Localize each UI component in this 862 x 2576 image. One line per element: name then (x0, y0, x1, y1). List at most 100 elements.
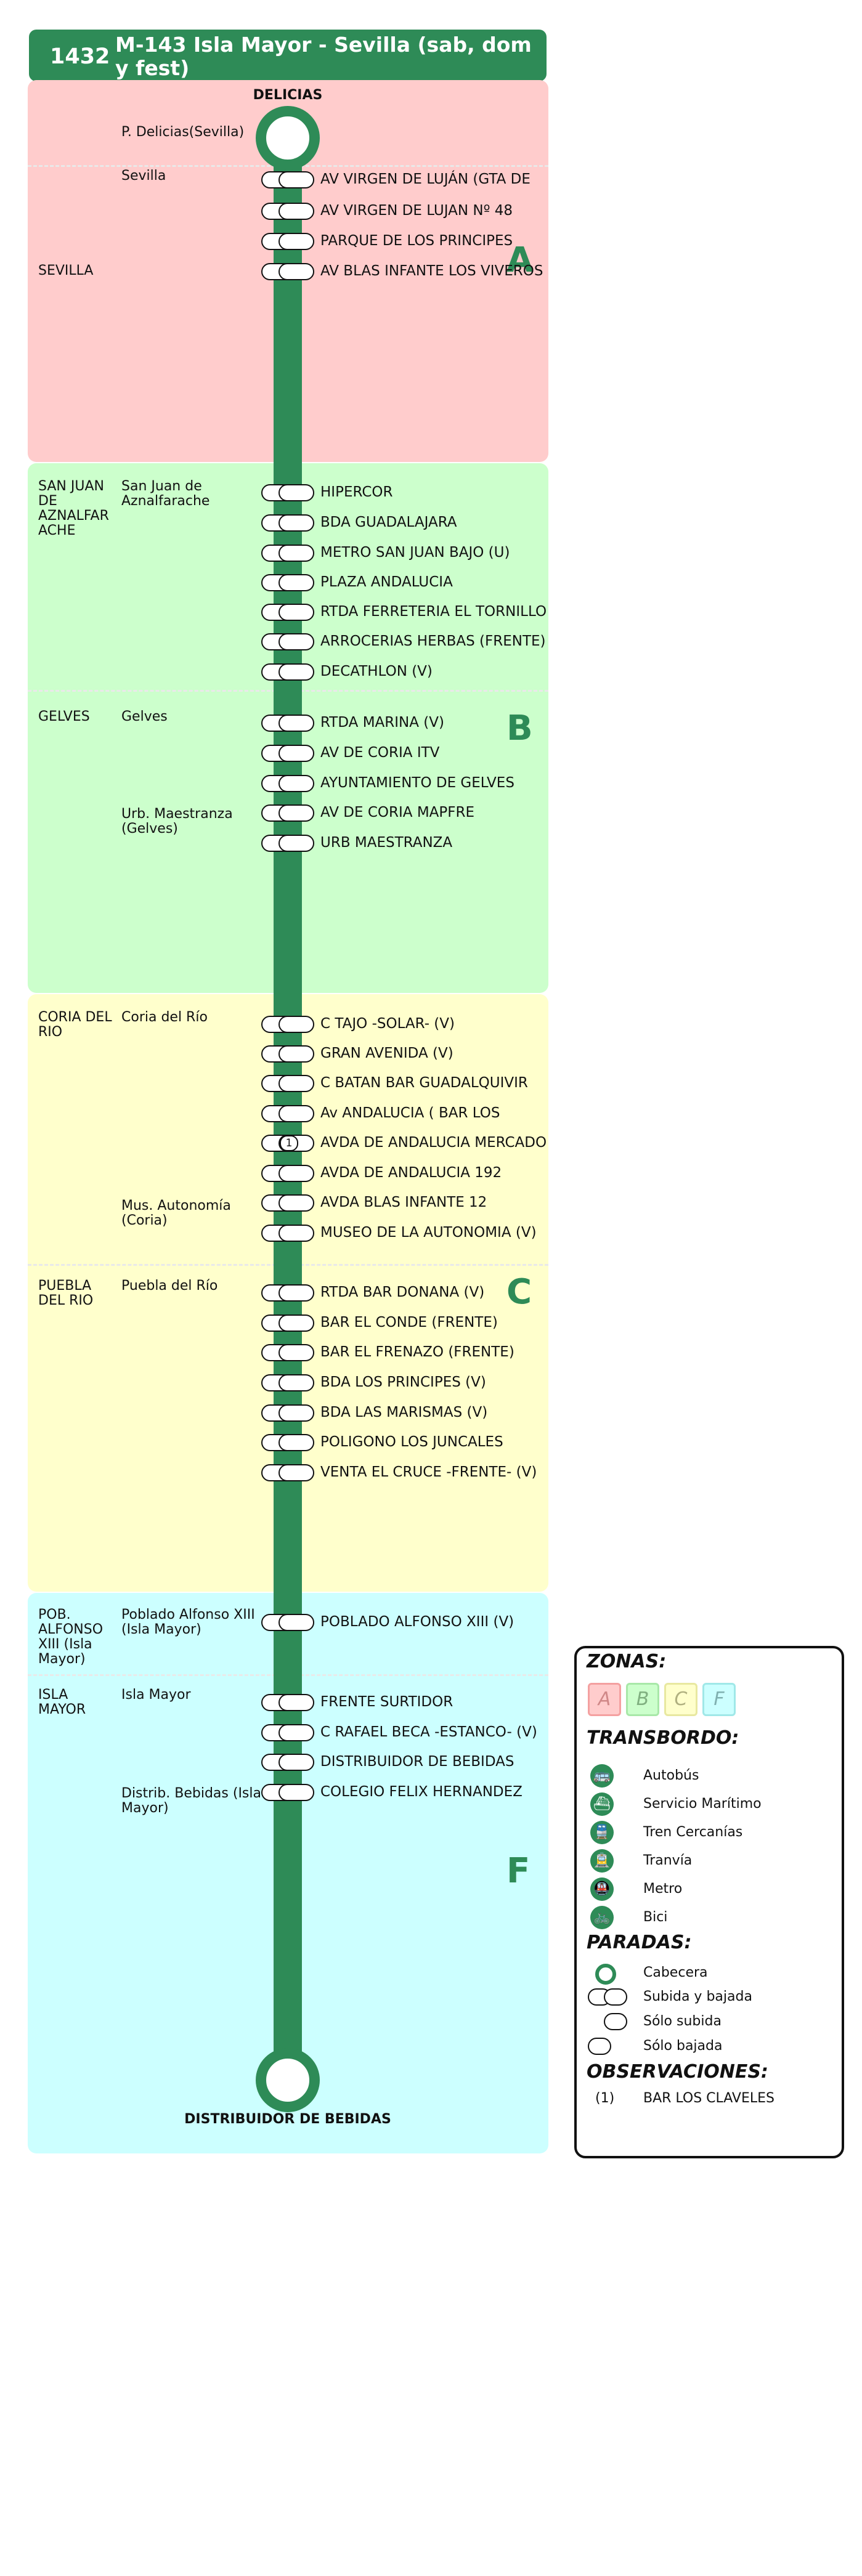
stop-name: PARQUE DE LOS PRINCIPES (320, 233, 513, 249)
stop-icon (261, 1105, 314, 1122)
legend-transbordo-item: Servicio Marítimo (643, 1796, 762, 1812)
stop-icon (261, 1694, 314, 1711)
legend-observaciones-title: OBSERVACIONES: (587, 2061, 768, 2083)
end-terminal-label: DISTRIBUIDOR DE BEBIDAS (184, 2112, 391, 2127)
stop-name: BDA LOS PRINCIPES (V) (320, 1374, 486, 1390)
legend-zone-f: F (702, 1683, 736, 1716)
stop-icon (261, 1284, 314, 1302)
legend-transbordo-item: Autobús (643, 1768, 699, 1783)
stop-icon (261, 1314, 314, 1332)
municipality-label: POB. ALFONSO XIII (Isla Mayor) (38, 1607, 104, 1667)
bike-icon: 🚲 (590, 1906, 614, 1929)
zone-letter-b: B (506, 708, 533, 748)
line-number: 1432 (50, 44, 110, 69)
stop-icon (261, 633, 314, 650)
legend-transbordo-item: Bici (643, 1910, 668, 1925)
stop-name: AVDA BLAS INFANTE 12 (320, 1194, 487, 1210)
stop-name: COLEGIO FELIX HERNANDEZ (320, 1784, 522, 1800)
start-terminal-label: DELICIAS (253, 87, 323, 103)
stop-name: AYUNTAMIENTO DE GELVES (320, 775, 514, 791)
stop-icon (261, 171, 314, 188)
locality-label: San Juan de Aznalfarache (121, 479, 210, 509)
locality-label: Distrib. Bebidas (Isla Mayor) (121, 1786, 261, 1816)
stop-icon (261, 1165, 314, 1182)
start-terminal-icon (256, 106, 320, 170)
stop-name: METRO SAN JUAN BAJO (U) (320, 545, 510, 561)
stop-name: C RAFAEL BECA -ESTANCO- (V) (320, 1724, 537, 1740)
stop-name: POBLADO ALFONSO XIII (V) (320, 1614, 514, 1630)
stop-icon (261, 804, 314, 822)
legend-transbordo-item: Tranvía (643, 1853, 693, 1868)
stop-name: BDA GUADALAJARA (320, 514, 457, 530)
stop-icon (261, 1754, 314, 1771)
stop-icon (261, 514, 314, 532)
stop-icon (261, 1374, 314, 1391)
stop-name: MUSEO DE LA AUTONOMIA (V) (320, 1225, 537, 1241)
municipality-label: SEVILLA (38, 263, 94, 278)
stop-name: BAR EL CONDE (FRENTE) (320, 1314, 498, 1331)
solo-subida-icon (588, 2013, 627, 2030)
locality-label: Urb. Maestranza (Gelves) (121, 806, 233, 836)
stop-name: DECATHLON (V) (320, 663, 433, 679)
stop-icon (261, 835, 314, 852)
stop-icon (261, 263, 314, 280)
subida-bajada-icon (588, 1988, 627, 2006)
stop-icon (261, 545, 314, 562)
stop-icon (261, 715, 314, 732)
stop-icon (261, 745, 314, 762)
stop-name: C BATAN BAR GUADALQUIVIR (320, 1075, 528, 1091)
locality-label: Poblado Alfonso XIII (Isla Mayor) (121, 1607, 255, 1637)
stop-name: URB MAESTRANZA (320, 835, 453, 851)
cabecera-icon (595, 1964, 616, 1985)
locality-label: P. Delicias(Sevilla) (121, 124, 245, 140)
locality-label: Puebla del Río (121, 1278, 218, 1294)
stop-icon (261, 1464, 314, 1481)
stop-icon (261, 604, 314, 621)
tram-icon: 🚊 (590, 1849, 614, 1873)
legend-zonas-title: ZONAS: (587, 1651, 667, 1672)
bus-icon: 🚌 (590, 1764, 614, 1788)
stop-name: POLIGONO LOS JUNCALES (320, 1434, 503, 1450)
stop-icon: 1 (261, 1135, 314, 1152)
municipality-label: SAN JUAN DE AZNALFAR ACHE (38, 479, 109, 538)
stop-name: RTDA FERRETERIA EL TORNILLO (320, 604, 547, 620)
stop-icon (261, 1404, 314, 1422)
locality-label: Isla Mayor (121, 1687, 191, 1703)
stop-name: FRENTE SURTIDOR (320, 1694, 453, 1710)
end-terminal-icon (256, 2048, 320, 2112)
stop-icon (261, 233, 314, 250)
stop-name: PLAZA ANDALUCIA (320, 574, 453, 590)
stop-icon (261, 1016, 314, 1033)
zone-letter-a: A (506, 240, 534, 280)
legend-zone-a: A (588, 1683, 621, 1716)
municipality-label: ISLA MAYOR (38, 1687, 86, 1717)
stop-icon (261, 574, 314, 591)
stop-icon (261, 1045, 314, 1063)
solo-bajada-icon (588, 2038, 627, 2055)
municipality-label: GELVES (38, 709, 90, 724)
legend-transbordo-title: TRANSBORDO: (587, 1727, 739, 1749)
stop-name: C TAJO -SOLAR- (V) (320, 1016, 455, 1032)
metro-icon: 🚇 (590, 1877, 614, 1901)
legend-zone-b: B (626, 1683, 659, 1716)
locality-label: Coria del Río (121, 1010, 208, 1025)
line-title: M-143 Isla Mayor - Sevilla (sab, dom y f… (115, 33, 532, 80)
stop-name: Av ANDALUCIA ( BAR LOS (320, 1105, 500, 1121)
locality-label: Gelves (121, 709, 168, 724)
stop-name: RTDA BAR DONANA (V) (320, 1284, 485, 1300)
zone-letter-c: C (506, 1272, 532, 1312)
line-header: 1432 M-143 Isla Mayor - Sevilla (sab, do… (29, 30, 547, 81)
stop-icon (261, 1075, 314, 1092)
legend-parada-item: Sólo bajada (643, 2038, 723, 2054)
stop-icon (261, 1344, 314, 1361)
stop-name: AV DE CORIA ITV (320, 745, 440, 761)
legend-parada-item: Cabecera (643, 1965, 708, 1980)
legend-box: ZONAS: A B C F TRANSBORDO: 🚌 Autobús ⛴ S… (574, 1646, 844, 2158)
stop-name: AV BLAS INFANTE LOS VIVEROS (320, 263, 543, 279)
stop-name: VENTA EL CRUCE -FRENTE- (V) (320, 1464, 537, 1480)
legend-transbordo-item: Metro (643, 1881, 683, 1897)
stop-icon (261, 1614, 314, 1631)
legend-parada-item: Sólo subida (643, 2014, 722, 2029)
stop-name: AVDA DE ANDALUCIA 192 (320, 1165, 502, 1181)
stop-name: AVDA DE ANDALUCIA MERCADO (320, 1135, 547, 1151)
